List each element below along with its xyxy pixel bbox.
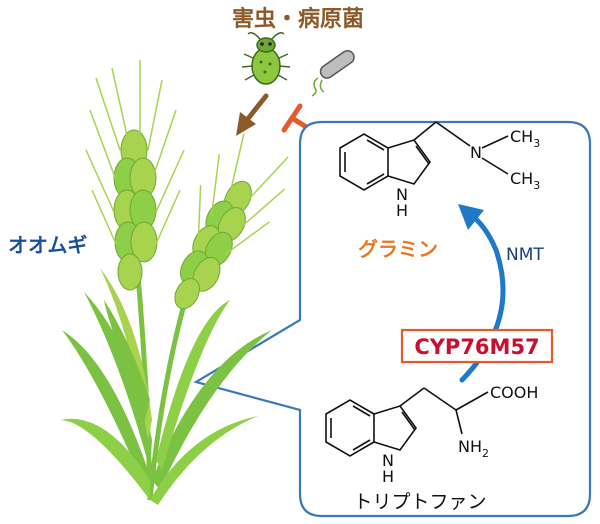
cyp76m57-label: CYP76M57 xyxy=(414,335,539,359)
gramine-methyl-bottom-sub: 3 xyxy=(533,179,540,192)
tryptophan-nh2-main: NH xyxy=(458,437,482,456)
pests-pathogens-label: 害虫・病原菌 xyxy=(232,6,364,32)
pest-attack-arrow xyxy=(236,93,269,136)
tryptophan-cooh: COOH xyxy=(490,383,538,402)
gramine-methyl-bottom: CH3 xyxy=(510,169,540,192)
aphid-icon xyxy=(241,32,291,85)
barley-label: オオムギ xyxy=(8,233,87,257)
bacterium-icon xyxy=(311,49,355,97)
gramine-nh-n: N xyxy=(396,185,408,204)
nmt-enzyme-label: NMT xyxy=(506,245,544,265)
gramine-methyl-top-sub: 3 xyxy=(533,137,540,150)
tryptophan-nh2-sub: 2 xyxy=(482,447,489,460)
cyp76m57-box xyxy=(400,328,554,364)
gramine-methyl-bottom-main: CH xyxy=(510,169,533,188)
tryptophan-nh-h: H xyxy=(382,467,394,486)
tryptophan-label: トリプトファン xyxy=(353,491,486,513)
zoom-panel xyxy=(193,120,592,518)
gramine-structure xyxy=(339,121,509,191)
gramine-methyl-top: CH3 xyxy=(510,127,540,150)
gramine-nh-h: H xyxy=(396,201,408,220)
gramine-label: グラミン xyxy=(358,237,438,261)
barley-plant xyxy=(60,60,289,505)
tryptophan-nh2: NH2 xyxy=(458,437,489,460)
tryptophan-nh-n: N xyxy=(382,451,394,470)
gramine-amine-n: N xyxy=(470,143,482,162)
barley-ear-left xyxy=(85,60,185,291)
gramine-methyl-top-main: CH xyxy=(510,127,533,146)
barley-ear-right xyxy=(174,133,289,310)
tryptophan-structure xyxy=(325,387,489,457)
